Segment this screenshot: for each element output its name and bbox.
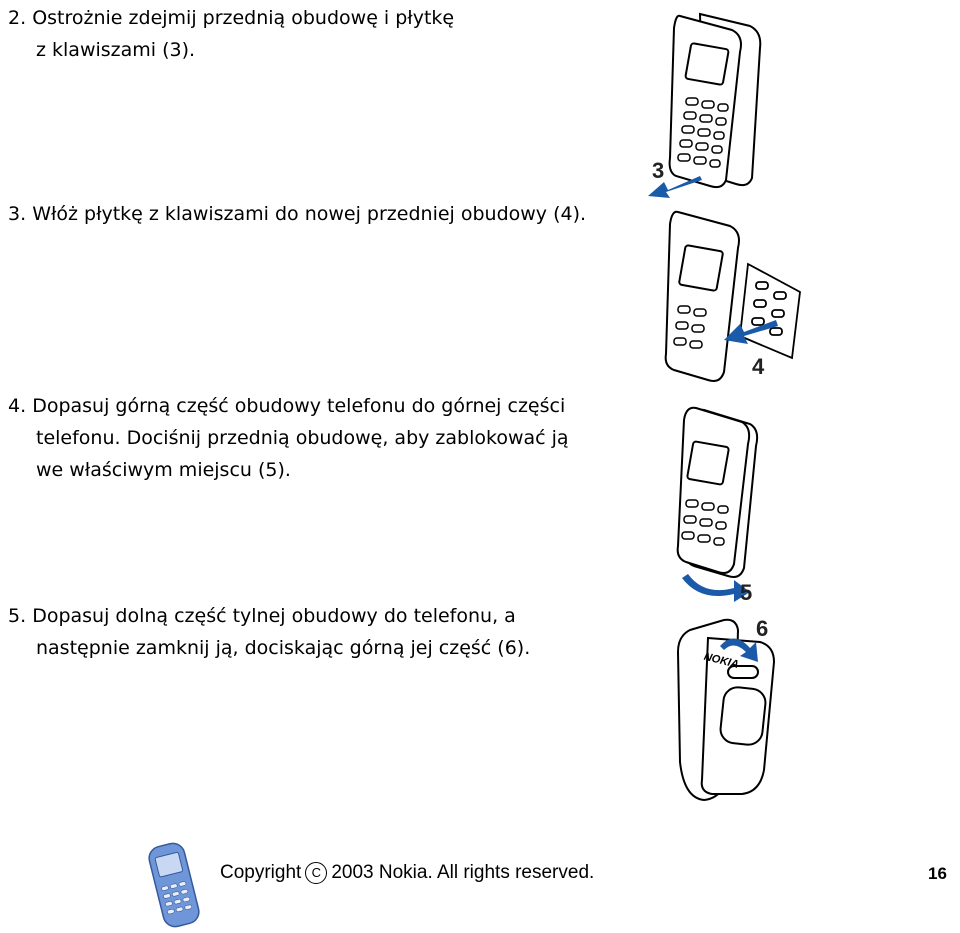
figure-remove-cover: 3	[648, 12, 762, 198]
step-number: 3.	[8, 203, 27, 225]
back-cover-illustration	[676, 618, 776, 802]
step-text-line: we właściwym miejscu (5).	[36, 459, 291, 481]
step-text-line: Dopasuj dolną część tylnej obudowy do te…	[32, 605, 516, 627]
step-number: 2.	[8, 7, 27, 29]
figure-close-back-cover: NOKIA 6	[676, 616, 776, 802]
step-text-line: Włóż płytkę z klawiszami do nowej przedn…	[32, 203, 587, 225]
arrow-icon	[648, 176, 702, 198]
step-text-line: telefonu. Dociśnij przednią obudowę, aby…	[36, 427, 569, 449]
figure-insert-keymat: 4	[664, 210, 801, 382]
step-number: 4.	[8, 395, 27, 417]
step-5: 5. Dopasuj dolną część tylnej obudowy do…	[8, 600, 608, 664]
figure-label-3: 3	[652, 158, 664, 183]
curved-arrow-icon	[682, 574, 750, 602]
step-4: 4. Dopasuj górną część obudowy telefonu …	[8, 390, 608, 486]
copyright-symbol-icon: C	[305, 862, 328, 884]
step-text-line: następnie zamknij ją, dociskając górną j…	[36, 637, 531, 659]
arrow-icon	[724, 320, 778, 344]
phone-illustration	[668, 12, 762, 189]
figure-attach-cover: 5	[676, 406, 759, 604]
figure-label-5: 5	[740, 580, 752, 604]
step-text-line: z klawiszami (3).	[36, 39, 196, 61]
phone-illustration	[676, 406, 759, 578]
copyright-rest: 2003 Nokia. All rights reserved.	[331, 862, 595, 883]
figure-label-4: 4	[752, 354, 765, 379]
footer-phone-image	[148, 842, 200, 928]
page-number: 16	[928, 864, 947, 883]
step-text-line: Ostrożnie zdejmij przednią obudowę i pły…	[32, 7, 455, 29]
step-number: 5.	[8, 605, 27, 627]
step-text-line: Dopasuj górną część obudowy telefonu do …	[32, 395, 566, 417]
copyright-prefix: Copyright	[220, 862, 302, 883]
step-2: 2. Ostrożnie zdejmij przednią obudowę i …	[8, 2, 608, 66]
keymat-illustration	[739, 262, 801, 360]
figure-label-6: 6	[756, 616, 768, 641]
step-3: 3. Włóż płytkę z klawiszami do nowej prz…	[8, 198, 608, 230]
curved-arrow-icon	[720, 638, 758, 662]
front-cover-illustration	[664, 210, 740, 382]
